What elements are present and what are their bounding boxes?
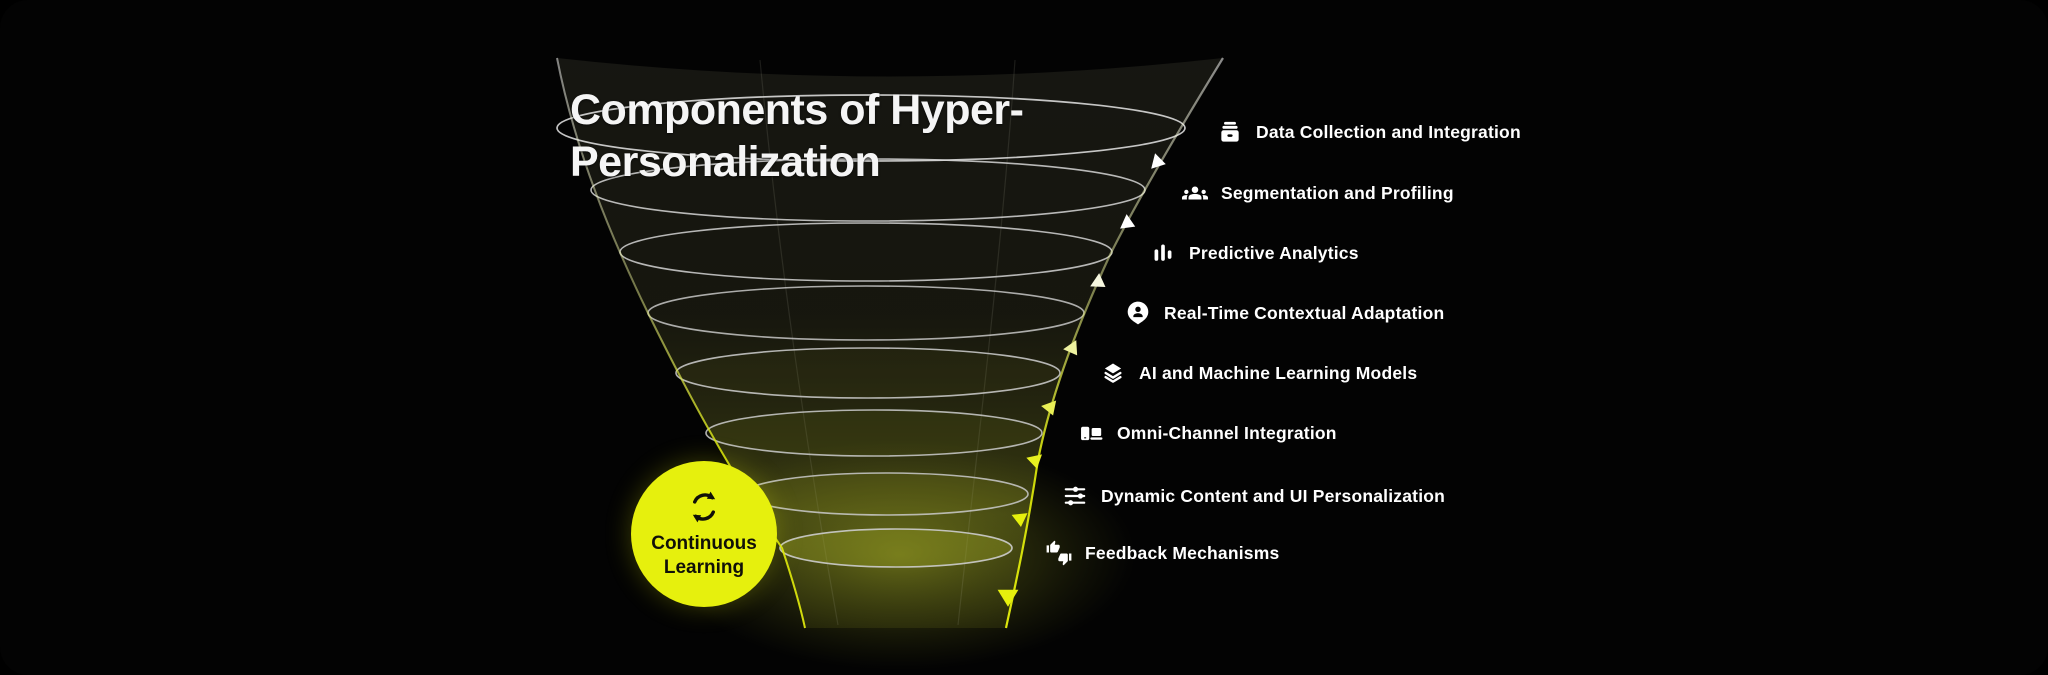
sliders-icon: [1062, 483, 1088, 509]
layers-icon: [1100, 360, 1126, 386]
page-title: Components of Hyper- Personalization: [570, 84, 1024, 189]
funnel-glow: [665, 440, 1135, 670]
flow-arrow: [1041, 400, 1057, 416]
page-title-line2: Personalization: [570, 138, 881, 187]
list-item-label: Dynamic Content and UI Personalization: [1101, 485, 1446, 506]
list-item: Real-Time Contextual Adaptation: [1125, 299, 1444, 327]
list-item-label: AI and Machine Learning Models: [1139, 362, 1418, 383]
funnel-body: [557, 58, 1223, 628]
bar-chart-icon: [1150, 240, 1176, 266]
continuous-learning-badge: Continuous Learning: [631, 461, 777, 607]
cycle-arrows-icon: [692, 491, 716, 523]
funnel-right-edge: [1004, 57, 1224, 629]
funnel-ring: [705, 409, 1043, 457]
list-item: Feedback Mechanisms: [1046, 539, 1279, 567]
funnel-ring: [675, 347, 1061, 399]
list-item-label: Predictive Analytics: [1189, 242, 1359, 263]
funnel-ring: [556, 94, 1186, 162]
flow-arrow: [1151, 153, 1166, 169]
funnel-ring: [779, 528, 1013, 568]
flow-arrow: [1011, 513, 1028, 527]
flow-arrow: [1026, 454, 1042, 469]
funnel-left-edge: [556, 57, 806, 629]
page-title-line1: Components of Hyper-: [570, 86, 1024, 134]
archive-trays-icon: [1217, 119, 1243, 145]
list-item: Omni-Channel Integration: [1078, 419, 1337, 447]
funnel-meridian: [957, 59, 1016, 626]
list-item: Dynamic Content and UI Personalization: [1062, 482, 1445, 510]
list-item-label: Data Collection and Integration: [1256, 121, 1521, 142]
devices-icon: [1078, 420, 1104, 446]
badge-text-line2: Learning: [663, 557, 745, 578]
badge-text-line1: Continuous: [651, 533, 757, 555]
badge-text: Continuous Learning: [651, 532, 757, 580]
thumbs-up-down-icon: [1046, 540, 1072, 566]
flow-arrow: [997, 589, 1019, 607]
funnel-ring: [743, 472, 1029, 516]
flow-arrow: [1120, 214, 1136, 229]
groups-icon: [1182, 180, 1208, 206]
list-item-label: Segmentation and Profiling: [1221, 182, 1454, 203]
list-item: AI and Machine Learning Models: [1100, 359, 1417, 387]
list-item: Data Collection and Integration: [1217, 118, 1521, 146]
list-item-label: Real-Time Contextual Adaptation: [1164, 302, 1445, 323]
list-item: Predictive Analytics: [1150, 239, 1359, 267]
list-item-label: Feedback Mechanisms: [1085, 542, 1280, 563]
funnel-meridian: [759, 59, 839, 626]
person-pin-icon: [1125, 300, 1151, 326]
flow-arrow: [1063, 340, 1078, 356]
flow-arrow: [1090, 273, 1106, 288]
list-item-label: Omni-Channel Integration: [1117, 422, 1337, 443]
list-item: Segmentation and Profiling: [1182, 179, 1454, 207]
